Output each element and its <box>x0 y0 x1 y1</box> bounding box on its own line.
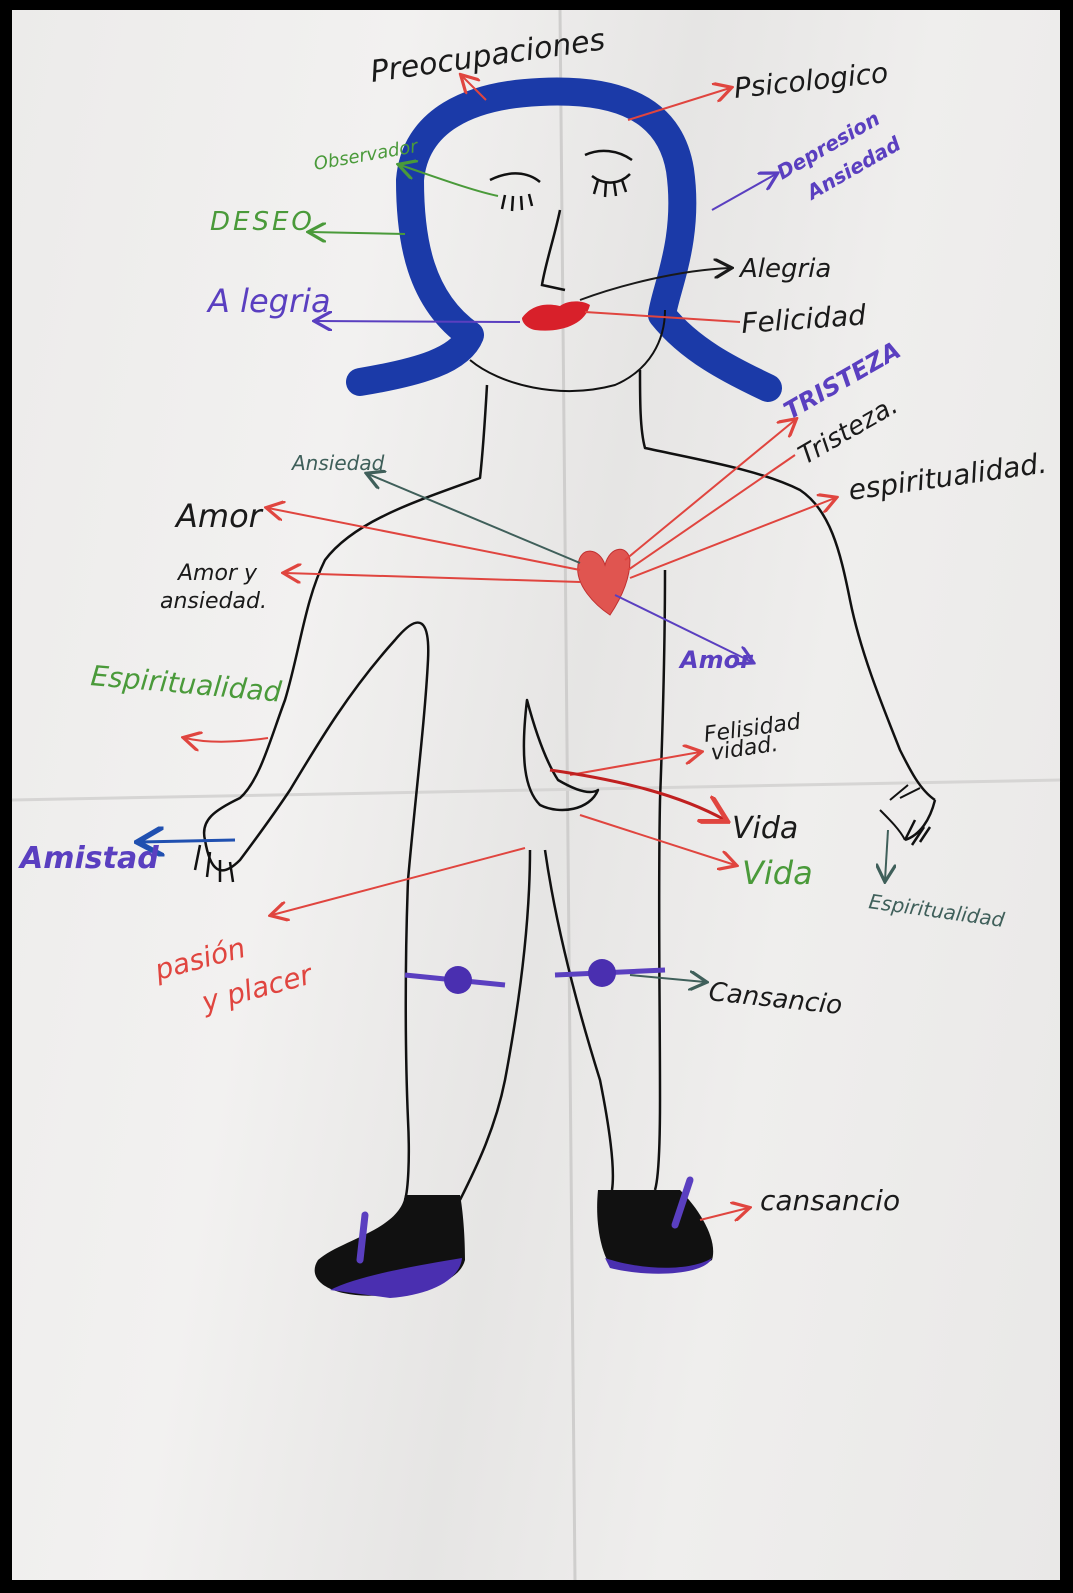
label-cansancio-knee: Cansancio <box>707 977 843 1021</box>
arrow-vida-green <box>580 815 735 865</box>
arrow-vida <box>550 770 725 820</box>
label-felicidad: Felicidad <box>740 298 867 340</box>
label-amor-y: Amor y <box>176 561 258 586</box>
fold-line-vertical <box>560 10 575 1580</box>
annotation-arrows <box>140 76 888 1220</box>
label-amor-purple: Amor <box>678 646 754 674</box>
arrow-amor-left <box>268 508 580 570</box>
label-vida: Vida <box>732 811 798 846</box>
arrow-deseo <box>310 232 405 234</box>
label-espiritualidad-right: espiritualidad. <box>846 446 1048 506</box>
shoes <box>315 1180 714 1298</box>
arrow-felisidad <box>570 752 700 775</box>
label-psicologico: Psicologico <box>732 56 889 105</box>
arrow-cansancio-knee <box>630 975 705 982</box>
arrow-amor-ansiedad <box>285 573 580 582</box>
left-hand-fingers <box>880 785 920 840</box>
label-cansancio-foot: cansancio <box>760 1184 900 1217</box>
arrow-pasion <box>272 848 525 915</box>
label-espiritualidad-left: Espiritualidad <box>89 659 283 709</box>
arrow-espiritualidad-left <box>185 738 268 742</box>
heart <box>578 549 630 615</box>
label-alegria-left: A legria <box>206 282 331 320</box>
knee-bands <box>405 959 665 994</box>
arrow-depresion <box>712 174 776 210</box>
label-amor-left: Amor <box>174 497 264 535</box>
label-ansiedad-chest: Ansiedad <box>290 451 385 475</box>
arrow-espiritualidad-hand <box>885 830 888 880</box>
arrow-tristeza-caps <box>625 420 795 560</box>
arrow-tristeza <box>628 455 795 570</box>
arrow-alegria-left <box>316 321 520 322</box>
label-ansiedad-2: ansiedad. <box>160 589 267 614</box>
arrow-cansancio-foot <box>700 1208 748 1220</box>
label-alegria-right: Alegria <box>738 254 831 284</box>
arrow-espiritualidad-right <box>630 498 835 578</box>
label-deseo: DESEO <box>210 207 315 237</box>
label-amistad: Amistad <box>18 841 159 876</box>
lips <box>522 301 590 330</box>
label-espiritualidad-hand: Espiritualidad <box>867 889 1006 932</box>
label-vida-green: Vida <box>742 854 813 892</box>
